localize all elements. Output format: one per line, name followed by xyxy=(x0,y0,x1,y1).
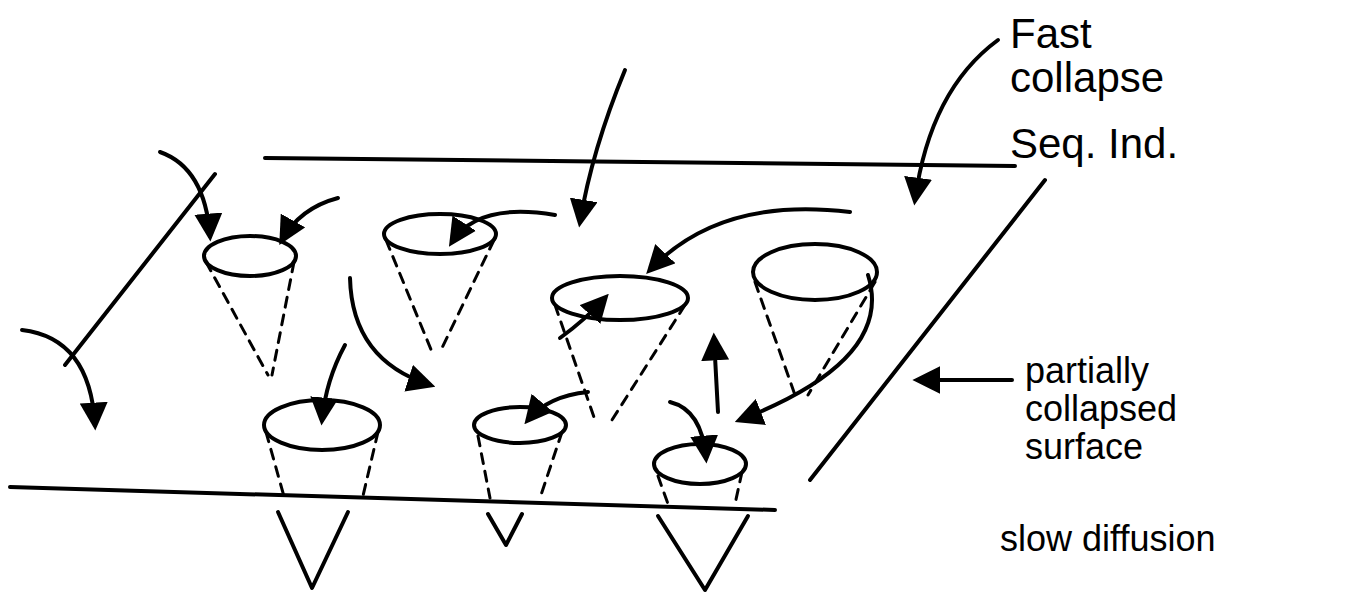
cone-side xyxy=(386,240,494,352)
cone-side xyxy=(478,432,562,498)
flow-arrow xyxy=(670,402,706,458)
leader-arrow xyxy=(918,378,1012,382)
flow-arrow xyxy=(452,212,555,242)
flow-arrow xyxy=(714,338,718,412)
leader-arrow xyxy=(915,40,998,200)
cone-rim xyxy=(204,236,296,276)
cone-side xyxy=(658,472,742,504)
cone-side xyxy=(266,432,378,500)
cone-tip xyxy=(658,516,748,590)
flow-arrow xyxy=(160,152,210,236)
flow-arrow xyxy=(560,298,605,338)
surface-top-edge xyxy=(265,158,1015,166)
surface-left-edge xyxy=(65,174,215,365)
annotation-label: Fast collapse xyxy=(1010,12,1210,100)
cone-rim xyxy=(753,244,877,300)
surface-bottom-edge xyxy=(10,487,775,510)
cone-rim xyxy=(474,407,566,443)
cone-side xyxy=(755,282,875,395)
annotation-label: Seq. Ind. xyxy=(1010,122,1340,166)
flow-arrow xyxy=(322,345,345,420)
flow-arrow xyxy=(580,70,625,222)
cone-tip xyxy=(488,514,522,545)
flow-arrow xyxy=(650,209,850,270)
flow-arrow xyxy=(528,392,588,420)
annotation-label: partially collapsed surface xyxy=(1025,352,1255,465)
flow-arrow xyxy=(282,198,338,240)
cone-side xyxy=(206,262,294,375)
cone-rim xyxy=(552,276,688,320)
annotation-label: slow diffusion xyxy=(1000,520,1340,558)
flow-arrow xyxy=(350,278,430,385)
cone-side xyxy=(555,305,685,420)
flow-arrow xyxy=(22,330,95,425)
cone-tip xyxy=(278,512,348,588)
cone-rim xyxy=(654,444,746,484)
flow-arrow xyxy=(740,275,872,420)
